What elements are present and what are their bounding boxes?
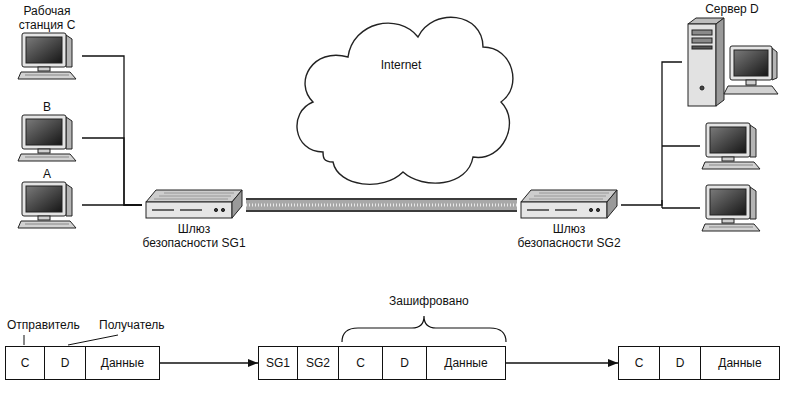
- field-label: SG2: [306, 356, 330, 370]
- computer-symbol: [702, 123, 760, 169]
- node-label: B: [12, 100, 82, 114]
- connector: [82, 204, 142, 205]
- packet-field: Данные: [426, 346, 506, 380]
- field-label: SG1: [266, 356, 290, 370]
- server: Сервер D: [682, 2, 782, 108]
- field-label: D: [676, 356, 685, 370]
- connector: [621, 62, 682, 205]
- field-caption: Получатель: [98, 318, 166, 332]
- workstation: B: [12, 100, 82, 162]
- field-caption: Отправитель: [6, 318, 81, 332]
- security-gateway-icon: [144, 188, 244, 222]
- packet-field: C: [5, 346, 45, 380]
- internet-cloud: Internet: [283, 2, 519, 194]
- packet-field: C: [338, 346, 383, 380]
- node-label: Шлюз безопасности SG2: [517, 222, 621, 250]
- connector: [160, 362, 258, 363]
- field-label: C: [21, 356, 30, 370]
- workstation-icon: [16, 181, 78, 229]
- connector: [82, 138, 142, 205]
- tunnel-shading: [246, 204, 517, 207]
- bus-wires: [662, 146, 700, 208]
- bus-wire: [662, 207, 700, 208]
- security-gateway-icon: [519, 188, 619, 222]
- packet-field: SG1: [258, 346, 298, 380]
- security-gateway: Шлюз безопасности SG1: [142, 188, 246, 250]
- field-label: Данные: [718, 356, 761, 370]
- field-label: D: [400, 356, 409, 370]
- packet-field: D: [44, 346, 86, 380]
- connector: [82, 56, 142, 205]
- node-label: Рабочая станция C: [12, 4, 82, 32]
- bus-wire: [662, 145, 700, 146]
- node-label: Сервер D: [682, 2, 782, 16]
- node-label: A: [12, 167, 82, 181]
- packet-field: D: [659, 346, 701, 380]
- encryption-note: Зашифровано: [388, 294, 470, 308]
- node-label: Шлюз безопасности SG1: [142, 222, 246, 250]
- field-label: C: [356, 356, 365, 370]
- connector: [506, 362, 618, 363]
- field-label: Данные: [101, 356, 144, 370]
- node-label: Internet: [283, 58, 519, 72]
- vpn-tunnel: [246, 198, 517, 212]
- security-gateway: Шлюз безопасности SG2: [517, 188, 621, 250]
- leader-line: [68, 335, 118, 345]
- field-label: D: [61, 356, 70, 370]
- tunnel-shading: [246, 200, 517, 210]
- server-icon: [684, 16, 780, 108]
- workstation-icon: [16, 32, 78, 80]
- packet-field: Данные: [700, 346, 780, 380]
- packet-field: Данные: [85, 346, 160, 380]
- field-label: C: [635, 356, 644, 370]
- packet-field: SG2: [297, 346, 339, 380]
- computer-symbol: [702, 185, 760, 231]
- encryption-bracket: [342, 316, 506, 342]
- leader-line: [24, 335, 25, 345]
- workstation: Рабочая станция C: [12, 4, 82, 80]
- packet-field: D: [382, 346, 427, 380]
- field-label: Данные: [444, 356, 487, 370]
- internet-cloud-icon: [283, 2, 519, 194]
- workstation-icon: [16, 114, 78, 162]
- packet-field: C: [618, 346, 660, 380]
- workstation: A: [12, 167, 82, 229]
